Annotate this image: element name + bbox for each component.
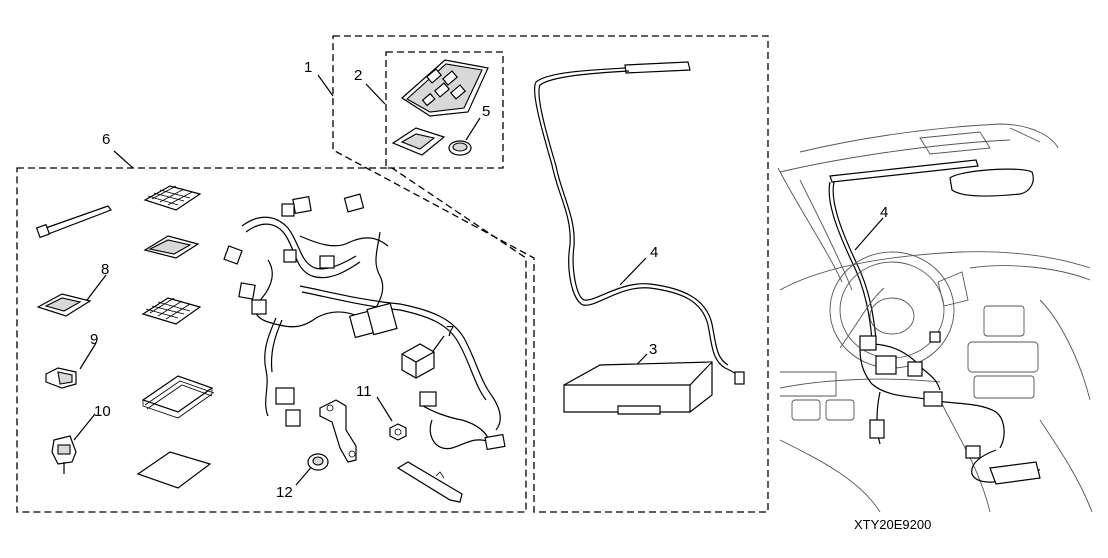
key-card-icon (391, 127, 446, 156)
instruction-sheet-icon (136, 451, 212, 489)
callout-1: 1 (304, 59, 313, 76)
callout-6: 6 (102, 131, 111, 148)
key-fob-icon (401, 59, 489, 117)
leader-lines (73, 74, 884, 486)
label-sheet-icon-2 (141, 297, 202, 325)
diagram-code: XTY20E9200 (854, 517, 932, 532)
callout-4-parts: 4 (650, 244, 659, 261)
sensor-icon (51, 435, 77, 474)
callout-7: 7 (446, 323, 455, 340)
tray-icon (36, 293, 92, 317)
callout-11: 11 (356, 383, 372, 400)
callout-5: 5 (482, 103, 491, 120)
keyfob-group-outline-2 (385, 51, 504, 169)
callout-10: 10 (94, 403, 111, 420)
grommet-icon (307, 453, 329, 471)
bar-bracket-icon (396, 461, 463, 503)
kit-outline-1 (332, 35, 769, 513)
pad-icon (143, 235, 200, 259)
callout-2: 2 (354, 67, 363, 84)
mounting-bracket-icon (319, 399, 357, 463)
relay-icon (401, 343, 435, 379)
wire-harness-icon (223, 193, 506, 451)
callout-9: 9 (90, 331, 99, 348)
control-unit-icon (563, 361, 713, 415)
cable-tie-icon (35, 205, 112, 239)
callout-4-vehicle: 4 (880, 204, 889, 221)
switch-icon (45, 367, 77, 389)
callout-3: 3 (649, 341, 658, 358)
nut-icon (389, 423, 407, 441)
harness-group-outline-6 (16, 167, 527, 513)
coin-battery-icon (448, 140, 472, 156)
callout-8: 8 (101, 261, 110, 278)
antenna-cable-icon (534, 61, 745, 385)
label-sheet-icon (143, 185, 202, 211)
vehicle-interior-illustration (777, 123, 1093, 513)
manual-booklet-icon (141, 375, 215, 419)
callout-12: 12 (276, 484, 293, 501)
